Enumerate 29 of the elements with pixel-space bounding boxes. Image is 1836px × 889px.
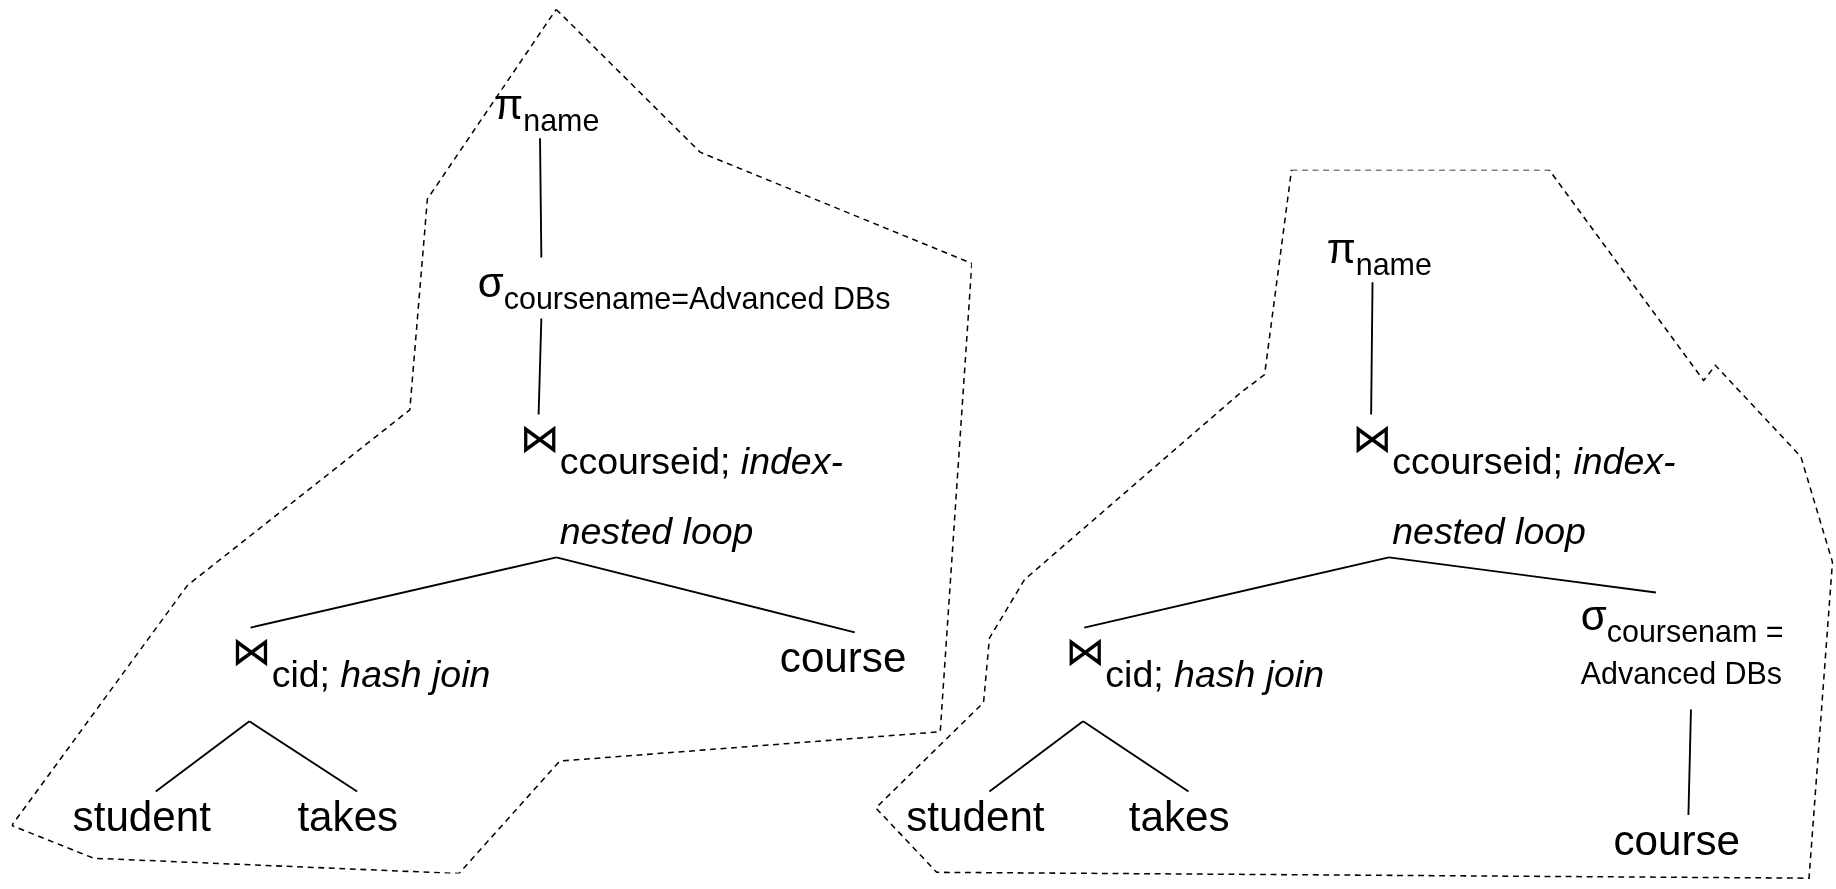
join-symbol: ⋈ — [1352, 416, 1393, 459]
tree-line — [988, 720, 1084, 793]
tree-line — [1083, 556, 1390, 629]
operator-label: course — [1613, 817, 1764, 869]
join-symbol: ⋈ — [519, 416, 560, 459]
tree-line — [539, 137, 543, 259]
operator-label: takes — [297, 793, 417, 846]
tree-line — [1687, 708, 1692, 816]
tree-line — [1388, 556, 1657, 594]
operator-label: π$_{name}$ — [1326, 226, 1458, 280]
join-label: cid; hash join — [271, 652, 492, 698]
operator-label: takes — [1128, 793, 1249, 846]
tree-line — [154, 720, 251, 793]
join-label: ccourseid; index-nested loop — [559, 439, 844, 555]
tree-line — [1082, 720, 1190, 793]
operator-label: course — [779, 634, 930, 687]
tree-line — [249, 556, 558, 629]
join-label: ccourseid; index-nested loop — [1392, 439, 1677, 555]
tree-line — [1370, 281, 1374, 416]
join-symbol: ⋈ — [231, 629, 272, 673]
operator-label: σ$_{coursename=Advanced DBs}$ — [477, 259, 968, 317]
tree-line — [537, 317, 543, 416]
join-label: cid; hash join — [1105, 652, 1326, 698]
operator-label: student — [906, 793, 1073, 846]
join-symbol: ⋈ — [1065, 629, 1106, 673]
tree-line — [555, 556, 856, 634]
operator-label: student — [72, 793, 239, 846]
tree-line — [248, 720, 359, 793]
operator-label: π$_{name}$ — [494, 81, 626, 136]
